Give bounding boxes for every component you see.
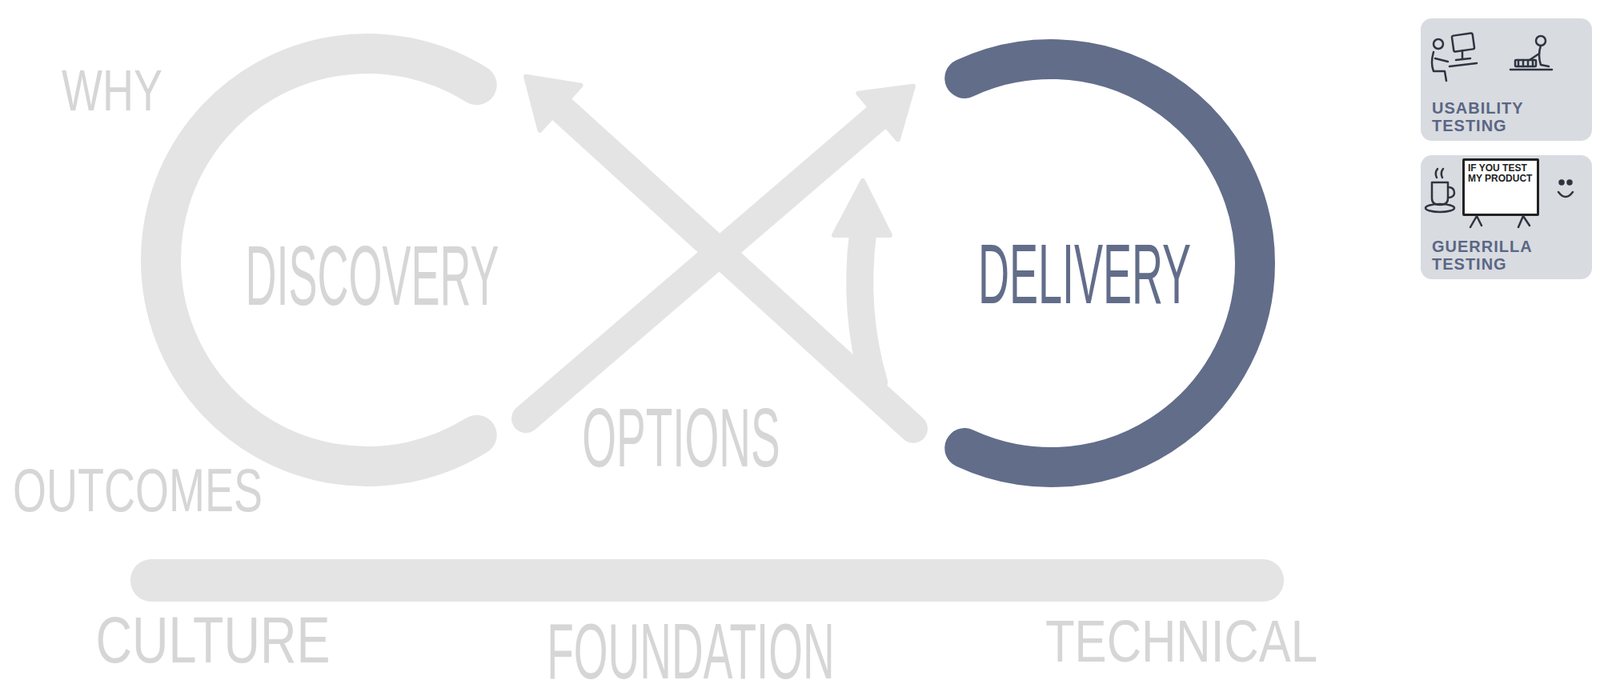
feedback-hook-head <box>834 180 891 236</box>
section-label: OUTCOMES <box>12 459 263 521</box>
card-title: GUERRILLA TESTING <box>1431 237 1568 273</box>
foundation-label: FOUNDATION <box>546 613 835 693</box>
section-label: WHY <box>61 60 163 120</box>
sign-board: IF YOU TEST MY PRODUCT <box>1462 158 1540 217</box>
technique-card: USABILITY TESTING <box>1420 18 1592 141</box>
discovery-loop: DISCOVERY <box>136 28 529 494</box>
feedback-hook <box>859 233 875 383</box>
section-label: OPTIONS <box>581 396 781 482</box>
stage-title: DELIVERY <box>978 231 1191 316</box>
foundation-bar <box>130 559 1284 602</box>
foundation-label: CULTURE <box>96 607 331 674</box>
foundation-label: TECHNICAL <box>1045 612 1318 673</box>
delivery-loop: DELIVERY <box>824 36 1305 493</box>
flow-arrow <box>525 86 914 420</box>
technique-card: GUERRILLA TESTING IF YOU TEST MY PRODUCT <box>1420 155 1592 280</box>
sign-text: IF YOU TEST MY PRODUCT <box>1467 163 1534 185</box>
card-title: USABILITY TESTING <box>1431 99 1568 135</box>
stage-title: DISCOVERY <box>244 232 499 317</box>
flow-arrow <box>525 76 914 430</box>
